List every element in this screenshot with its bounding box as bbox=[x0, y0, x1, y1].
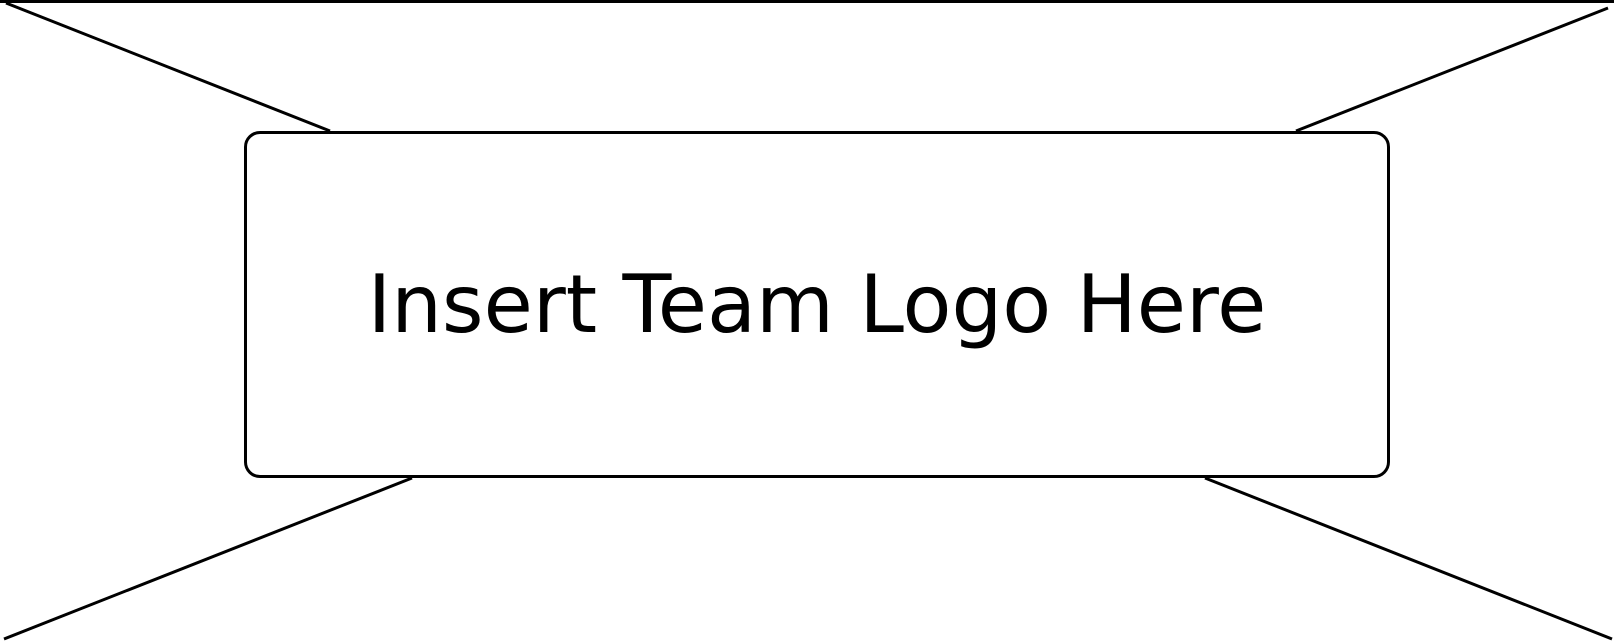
team-logo-placeholder-box: Insert Team Logo Here bbox=[244, 131, 1390, 478]
diagonal-line-bottom-right bbox=[1204, 476, 1613, 641]
diagonal-line-bottom-left bbox=[3, 476, 413, 641]
diagonal-line-top-left bbox=[5, 1, 331, 133]
diagonal-line-top-right bbox=[1295, 6, 1609, 133]
placeholder-text: Insert Team Logo Here bbox=[367, 258, 1267, 351]
